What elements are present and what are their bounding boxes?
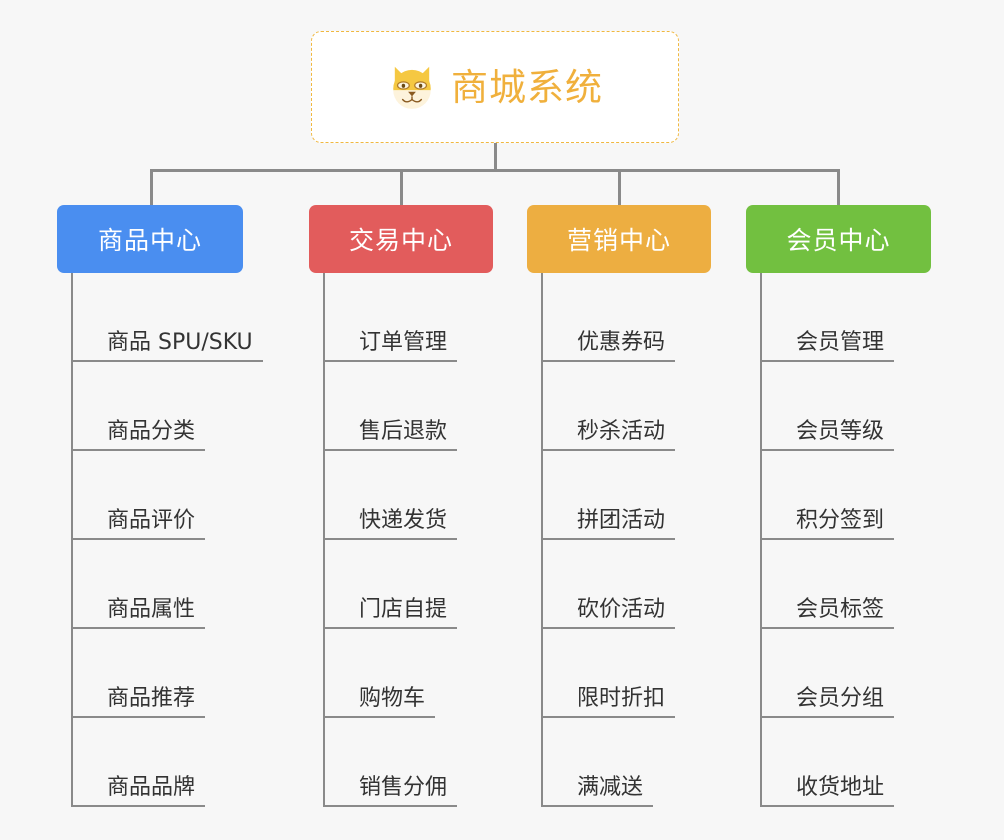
leaf-item[interactable]: 拼团活动 — [543, 451, 711, 540]
leaf-item[interactable]: 会员分组 — [762, 629, 931, 718]
leaf-label: 秒杀活动 — [577, 418, 666, 444]
branch-column-2: 交易中心 订单管理 售后退款 快递发货 门店自提 购物车 — [309, 205, 493, 807]
leaf-underline — [762, 360, 894, 362]
leaf-underline — [543, 538, 675, 540]
leaf-label: 快递发货 — [359, 507, 448, 533]
leaf-label: 门店自提 — [359, 596, 448, 622]
connector-drop-1 — [150, 169, 153, 205]
category-label-4: 会员中心 — [786, 226, 891, 255]
leaf-label: 商品 SPU/SKU — [107, 329, 253, 355]
leaf-item[interactable]: 商品推荐 — [73, 629, 243, 718]
leaf-underline — [543, 360, 675, 362]
leaf-label: 砍价活动 — [577, 596, 666, 622]
leaf-item[interactable]: 秒杀活动 — [543, 362, 711, 451]
leaf-item[interactable]: 满减送 — [543, 718, 711, 807]
leaf-item[interactable]: 会员标签 — [762, 540, 931, 629]
leaf-underline — [73, 627, 205, 629]
leaf-underline — [73, 805, 205, 807]
branch-column-3: 营销中心 优惠券码 秒杀活动 拼团活动 砍价活动 限时折扣 — [527, 205, 711, 807]
leaf-item[interactable]: 砍价活动 — [543, 540, 711, 629]
root-node-card[interactable]: 商城系统 — [311, 31, 679, 143]
leaf-label: 商品评价 — [107, 507, 196, 533]
leaf-list-1: 商品 SPU/SKU 商品分类 商品评价 商品属性 商品推荐 商品品牌 — [71, 273, 263, 807]
leaf-label: 会员管理 — [796, 329, 885, 355]
leaf-underline — [762, 716, 894, 718]
leaf-item[interactable]: 优惠券码 — [543, 273, 711, 362]
leaf-underline — [325, 449, 457, 451]
leaf-underline — [73, 716, 205, 718]
leaf-underline — [543, 449, 675, 451]
leaf-label: 商品分类 — [107, 418, 196, 444]
root-node-title: 商城系统 — [451, 65, 603, 109]
leaf-label: 商品属性 — [107, 596, 196, 622]
leaf-item[interactable]: 门店自提 — [325, 540, 493, 629]
leaf-item[interactable]: 商品属性 — [73, 540, 243, 629]
branch-column-1: 商品中心 商品 SPU/SKU 商品分类 商品评价 商品属性 商品推荐 — [57, 205, 263, 807]
leaf-label: 订单管理 — [359, 329, 448, 355]
category-label-2: 交易中心 — [348, 226, 453, 255]
leaf-underline — [762, 805, 894, 807]
leaf-item[interactable]: 商品 SPU/SKU — [73, 273, 263, 362]
leaf-underline — [543, 805, 653, 807]
connector-drop-3 — [618, 169, 621, 205]
category-node-4[interactable]: 会员中心 — [746, 205, 931, 273]
leaf-label: 会员标签 — [796, 596, 885, 622]
leaf-underline — [73, 360, 263, 362]
connector-drop-2 — [400, 169, 403, 205]
connector-root-stem — [494, 143, 497, 171]
leaf-underline — [73, 449, 205, 451]
category-label-3: 营销中心 — [566, 226, 671, 255]
connector-horizontal-bus — [150, 169, 839, 172]
leaf-item[interactable]: 限时折扣 — [543, 629, 711, 718]
leaf-label: 积分签到 — [796, 507, 885, 533]
leaf-underline — [325, 716, 435, 718]
leaf-label: 销售分佣 — [359, 774, 448, 800]
leaf-label: 商品推荐 — [107, 685, 196, 711]
category-label-1: 商品中心 — [97, 226, 202, 255]
leaf-item[interactable]: 会员等级 — [762, 362, 931, 451]
leaf-list-2: 订单管理 售后退款 快递发货 门店自提 购物车 销售分佣 — [323, 273, 493, 807]
connector-drop-4 — [837, 169, 840, 205]
leaf-item[interactable]: 商品品牌 — [73, 718, 243, 807]
leaf-underline — [762, 538, 894, 540]
leaf-item[interactable]: 会员管理 — [762, 273, 931, 362]
leaf-underline — [325, 805, 457, 807]
category-node-2[interactable]: 交易中心 — [309, 205, 493, 273]
leaf-label: 会员等级 — [796, 418, 885, 444]
branch-column-4: 会员中心 会员管理 会员等级 积分签到 会员标签 会员分组 — [746, 205, 931, 807]
leaf-list-4: 会员管理 会员等级 积分签到 会员标签 会员分组 收货地址 — [760, 273, 931, 807]
leaf-item[interactable]: 收货地址 — [762, 718, 931, 807]
leaf-list-3: 优惠券码 秒杀活动 拼团活动 砍价活动 限时折扣 满减送 — [541, 273, 711, 807]
leaf-underline — [762, 449, 894, 451]
shiba-dog-face-icon — [393, 66, 431, 109]
leaf-label: 优惠券码 — [577, 329, 666, 355]
leaf-item[interactable]: 商品评价 — [73, 451, 243, 540]
leaf-underline — [325, 538, 457, 540]
leaf-label: 满减送 — [577, 774, 644, 800]
leaf-underline — [325, 627, 457, 629]
leaf-item[interactable]: 售后退款 — [325, 362, 493, 451]
leaf-item[interactable]: 积分签到 — [762, 451, 931, 540]
leaf-label: 会员分组 — [796, 685, 885, 711]
leaf-label: 收货地址 — [796, 774, 885, 800]
leaf-label: 限时折扣 — [577, 685, 666, 711]
leaf-item[interactable]: 商品分类 — [73, 362, 243, 451]
category-node-3[interactable]: 营销中心 — [527, 205, 711, 273]
leaf-underline — [543, 716, 675, 718]
leaf-item[interactable]: 订单管理 — [325, 273, 493, 362]
leaf-label: 拼团活动 — [577, 507, 666, 533]
category-node-1[interactable]: 商品中心 — [57, 205, 243, 273]
leaf-underline — [73, 538, 205, 540]
leaf-underline — [543, 627, 675, 629]
leaf-label: 购物车 — [359, 685, 426, 711]
leaf-underline — [762, 627, 894, 629]
leaf-label: 售后退款 — [359, 418, 448, 444]
leaf-item[interactable]: 快递发货 — [325, 451, 493, 540]
leaf-underline — [325, 360, 457, 362]
leaf-item[interactable]: 购物车 — [325, 629, 493, 718]
leaf-label: 商品品牌 — [107, 774, 196, 800]
leaf-item[interactable]: 销售分佣 — [325, 718, 493, 807]
